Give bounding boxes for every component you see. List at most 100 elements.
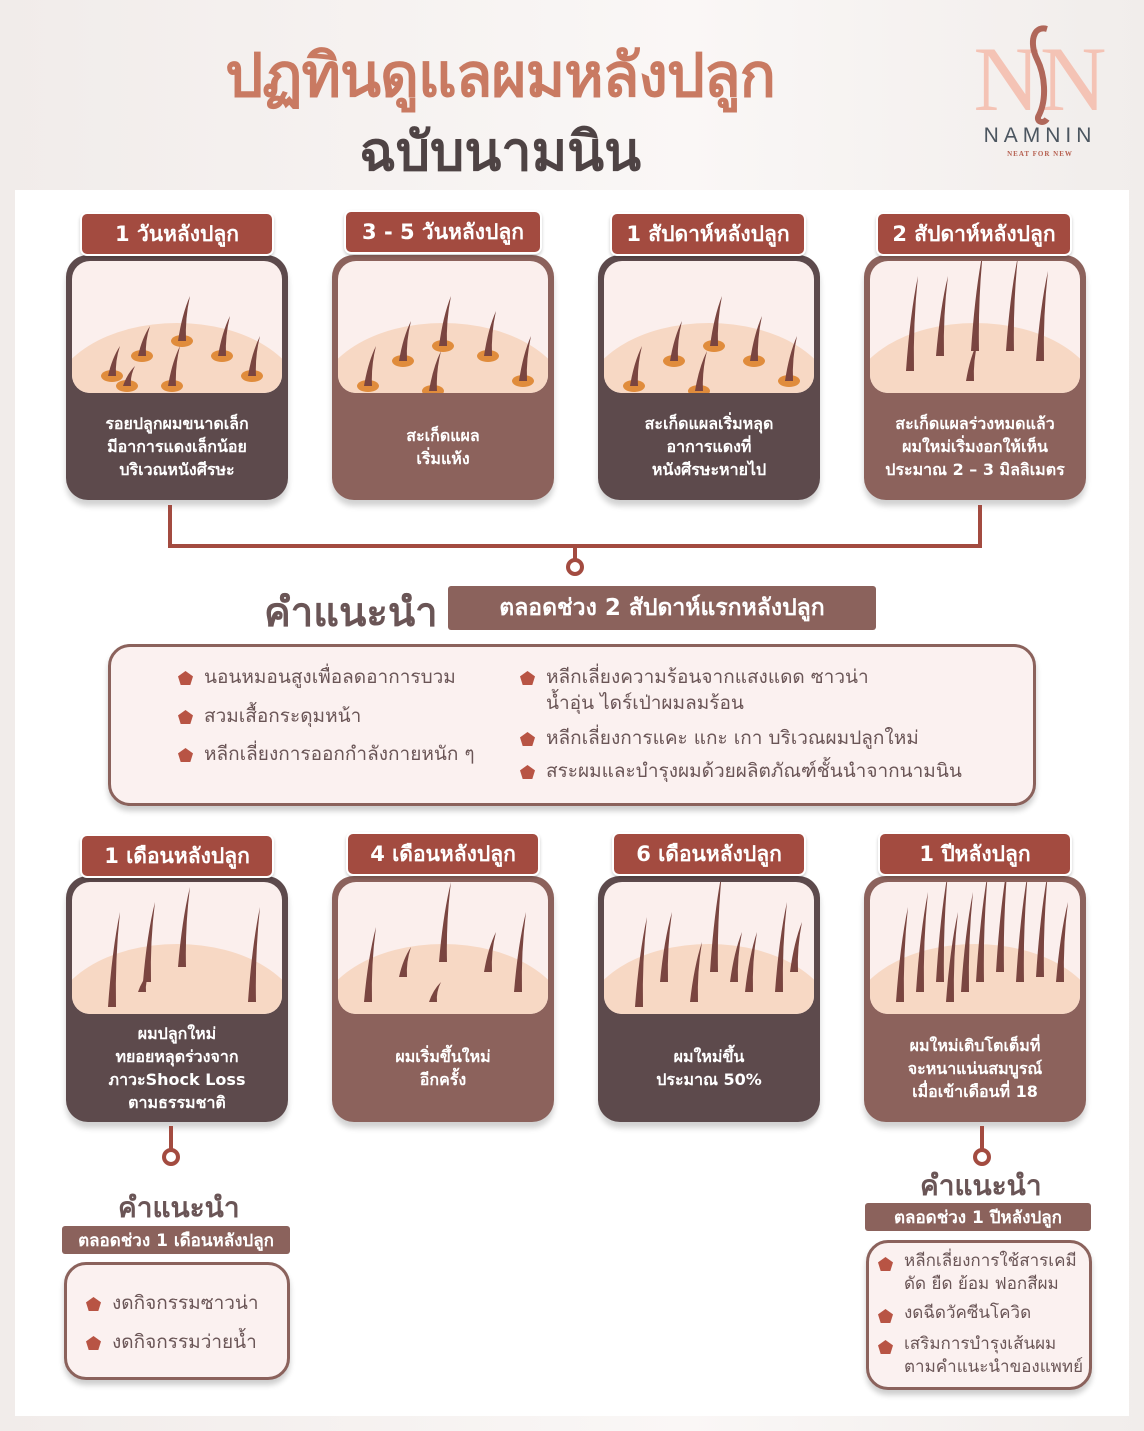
hair-strand [1006,261,1018,351]
hair-strand [966,341,978,381]
stage-card-1-month: ผมปลูกใหม่ ทยอยหลุดร่วงจาก ภาวะShock Los… [66,876,288,1122]
advice-heading: คำแนะนำ [264,590,438,636]
connector-dot [162,1148,180,1166]
hair-strand [670,321,682,361]
hair-strand [916,892,928,992]
advice-item: สวมเสื้อกระดุมหน้า [178,703,361,729]
hair-strand [630,346,642,386]
advice-item: งดกิจกรรมว่ายน้ำ [86,1329,257,1355]
hair-strand [660,912,672,982]
hair-strand [1056,902,1068,982]
hair-strand [519,336,531,381]
stage-description: ผมเริ่มขึ้นใหม่ อีกครั้ง [395,1047,491,1089]
hair-strand [1036,271,1048,361]
connector-line [169,1126,173,1150]
hair-strand [896,907,908,1002]
advice-heading: คำแนะนำ [920,1169,1042,1202]
advice-period: ตลอดช่วง 2 สัปดาห์แรกหลังปลูก [448,586,876,630]
hair-strand [108,912,120,1007]
scalp-illustration [604,882,814,1014]
hair-strand [138,972,150,992]
stage-label: 4 เดือนหลังปลูก [346,832,540,876]
hair-strand [790,922,802,972]
hair-strand [946,912,958,1002]
stage-label: 1 เดือนหลังปลูก [80,834,274,878]
advice-period: ตลอดช่วง 1 ปีหลังปลูก [865,1203,1091,1231]
stage-description: สะเก็ดแผลเริ่มหลุด อาการแดงที่ หนังศีรษะ… [644,414,774,479]
hair-strand [429,982,441,1002]
hair-strand [123,366,135,386]
hair-strand [971,261,983,351]
namnin-logo: NN NAMNIN NEAT FOR NEW [965,15,1115,160]
scalp-illustration [72,261,282,393]
stage-label: 1 ปีหลังปลูก [878,832,1072,876]
stage-description: ผมปลูกใหม่ ทยอยหลุดร่วงจาก ภาวะShock Los… [108,1024,246,1112]
hair-strand [138,326,150,356]
hair-strand [730,932,742,982]
hair-strand [785,336,797,381]
hair-strand [108,346,120,376]
stage-card-1-week: สะเก็ดแผลเริ่มหลุด อาการแดงที่ หนังศีรษะ… [598,255,820,500]
hair-strand [695,351,707,391]
stage-description: สะเก็ดแผล เริ่มแห้ง [406,425,480,468]
connector-dot [973,1148,991,1166]
hair-strand [178,296,190,341]
hair-strand [439,882,451,962]
scalp-illustration [870,261,1080,393]
svg-text:NAMNIN: NAMNIN [984,124,1097,147]
hair-strand [439,296,451,346]
hair-strand [429,351,441,391]
advice-item: หลีกเลี่ยงการใช้สารเคมี ดัด ยืด ย้อม ฟอก… [878,1250,1077,1296]
stage-label: 6 เดือนหลังปลูก [612,832,806,876]
hair-strand [710,296,722,346]
advice-box-1-month [64,1262,290,1380]
hair-strand [961,892,973,992]
hair-strand [750,316,762,361]
hair-strand [248,336,260,376]
stage-label: 1 วันหลังปลูก [80,212,274,256]
hair-strand [775,902,787,992]
svg-text:NEAT FOR NEW: NEAT FOR NEW [1007,150,1073,158]
advice-item: เสริมการบำรุงเส้นผม ตามคำแนะนำของแพทย์ [878,1333,1083,1379]
scalp-illustration [604,261,814,393]
scalp-illustration [338,882,548,1014]
scalp-illustration [72,882,282,1014]
stage-description: รอยปลูกผมขนาดเล็ก มีอาการแดงเล็กน้อย บริ… [105,414,249,479]
page-subtitle: ฉบับนามนิน [359,120,641,183]
hair-strand [710,882,722,972]
hair-strand [399,321,411,361]
connector-line [980,1126,984,1150]
stage-label: 2 สัปดาห์หลังปลูก [876,212,1072,256]
connector-line [168,505,172,547]
hair-strand [248,907,260,1002]
advice-item: หลีกเลี่ยงการแคะ แกะ เกา บริเวณผมปลูกใหม… [520,725,919,751]
stage-label: 1 สัปดาห์หลังปลูก [610,212,806,256]
scalp-illustration [338,261,548,393]
hair-strand [484,932,496,972]
stage-card-4-months: ผมเริ่มขึ้นใหม่ อีกครั้ง [332,876,554,1122]
connector-line [978,505,982,547]
stage-card-2-weeks: สะเก็ดแผลร่วงหมดแล้ว ผมใหม่เริ่มงอกให้เห… [864,255,1086,500]
advice-item: หลีกเลี่ยงการออกกำลังกายหนัก ๆ [178,741,475,767]
hair-strand [218,316,230,356]
hair-strand [143,902,155,982]
hair-strand [936,882,948,982]
hair-strand [364,346,376,386]
hair-strand [178,887,190,967]
hair-strand [1016,882,1028,982]
hair-strand [635,917,647,1007]
advice-item: งดฉีดวัคซีนโควิด [878,1302,1031,1325]
stage-description: สะเก็ดแผลร่วงหมดแล้ว ผมใหม่เริ่มงอกให้เห… [885,414,1065,479]
hair-strand [976,882,988,982]
hair-strand [1036,882,1048,977]
connector-line [573,546,577,560]
stage-card-6-months: ผมใหม่ขึ้น ประมาณ 50% [598,876,820,1122]
hair-strand [936,276,948,356]
stage-card-1-year: ผมใหม่เติบโตเต็มที่ จะหนาแน่นสมบูรณ์ เมื… [864,876,1086,1122]
page-title: ปฏทินดูแลผมหลังปลูก [225,41,776,111]
stage-description: ผมใหม่เติบโตเต็มที่ จะหนาแน่นสมบูรณ์ เมื… [907,1035,1043,1101]
connector-dot [566,558,584,576]
hair-strand [168,346,180,386]
stage-description: ผมใหม่ขึ้น ประมาณ 50% [656,1047,762,1089]
advice-heading: คำแนะนำ [118,1191,240,1224]
